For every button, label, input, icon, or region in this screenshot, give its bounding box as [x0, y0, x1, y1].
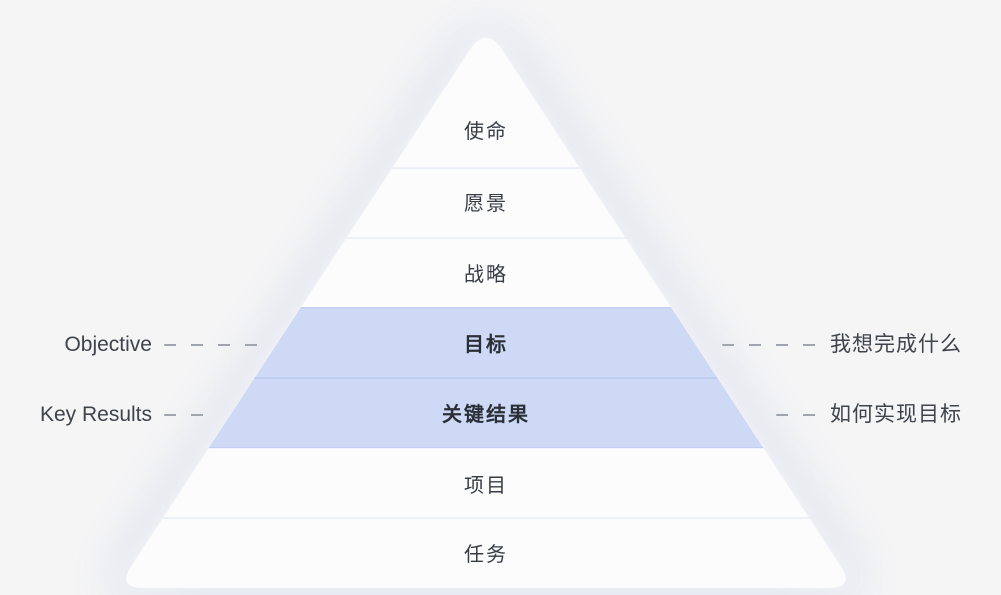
annotation-objective-en: Objective	[64, 333, 152, 356]
layer-label-strategy: 战略	[464, 264, 508, 286]
annotation-key-results-en: Key Results	[39, 403, 152, 426]
divider-vision-strategy	[126, 237, 846, 239]
divider-project-task	[126, 517, 846, 519]
layer-label-task: 任务	[464, 544, 508, 566]
divider-strategy-objective	[126, 307, 846, 309]
layer-label-key-results: 关键结果	[442, 404, 530, 426]
layer-label-objective: 目标	[464, 334, 508, 356]
dashed-connector-key-results-right	[776, 414, 819, 416]
divider-keyresults-project	[126, 446, 846, 449]
layer-label-vision: 愿景	[464, 193, 508, 215]
divider-mission-vision	[126, 167, 846, 169]
annotation-objective-note: 我想完成什么	[830, 333, 962, 356]
divider-objective-keyresults	[126, 377, 846, 379]
annotation-key-results-note: 如何实现目标	[830, 403, 962, 426]
layer-label-mission: 使命	[464, 121, 508, 143]
dashed-connector-key-results-left	[164, 414, 210, 416]
layer-label-project: 项目	[464, 475, 508, 497]
dashed-connector-objective-left	[164, 344, 262, 346]
dashed-connector-objective-right	[722, 344, 819, 346]
